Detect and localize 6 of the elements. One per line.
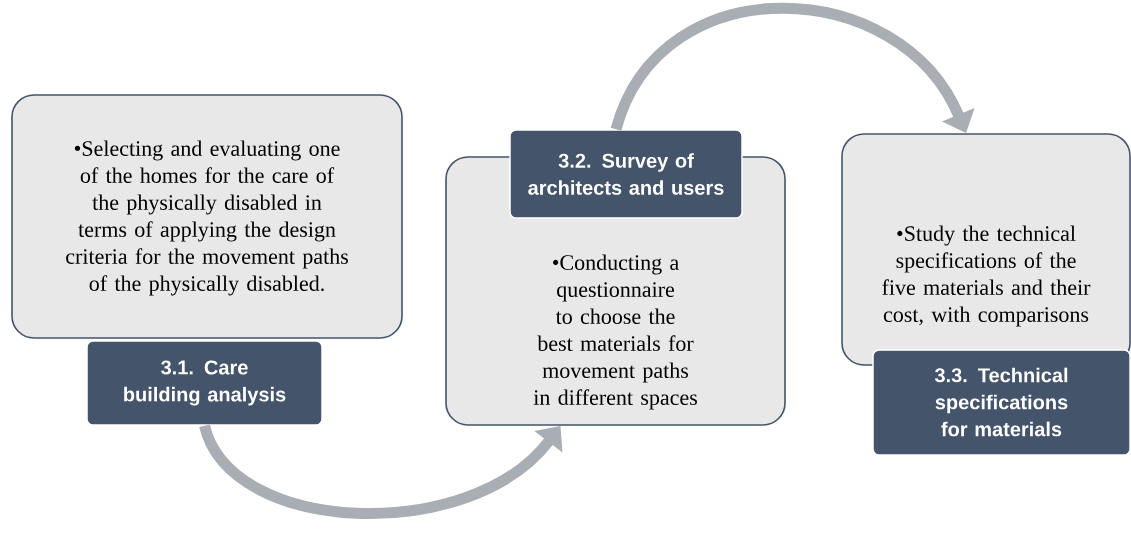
- process-box: •Study the technical specifications of the five materials and their cost, with comparisons: [841, 133, 1131, 366]
- process-box: •Selecting and evaluating one of the homes for the care of the physically disabled in terms of applying the design criteria for the movement paths of the physically disabled.: [11, 94, 403, 339]
- heading-tab: 3.1. Care building analysis: [86, 340, 323, 426]
- heading-tab: 3.3. Technical specifications for materials: [872, 349, 1131, 456]
- heading-tab: 3.2. Survey of architects and users: [509, 129, 743, 219]
- curved-arrow: [199, 423, 563, 519]
